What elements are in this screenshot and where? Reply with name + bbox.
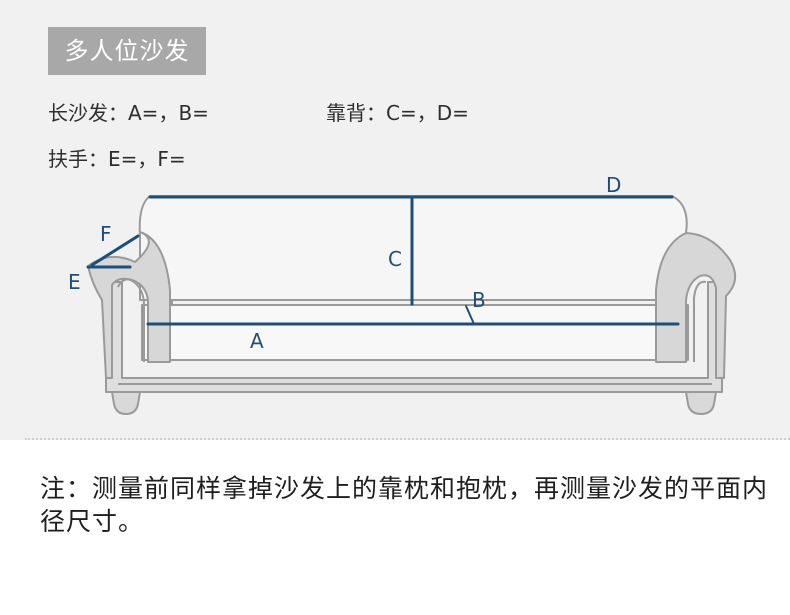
long-sofa-spec: 长沙发：A=，B= — [48, 101, 209, 125]
measurement-note: 注：测量前同样拿掉沙发上的靠枕和抱枕，再测量沙发的平面内径尺寸。 — [40, 474, 769, 536]
sofa-right-arm — [655, 232, 737, 379]
dotted-divider — [25, 438, 790, 440]
label-a: A — [250, 329, 264, 353]
armrest-spec: 扶手：E=，F= — [48, 147, 186, 171]
measurement-lines — [86, 195, 680, 326]
sofa-drawing — [87, 195, 737, 415]
measure-line-f — [90, 234, 140, 267]
sofa-seat — [141, 304, 689, 361]
label-e: E — [68, 270, 81, 294]
label-d: D — [606, 173, 621, 197]
label-f: F — [100, 222, 112, 246]
label-b: B — [472, 288, 486, 312]
sofa-diagram: D C B A F E — [68, 173, 737, 415]
sofa-type-title: 多人位沙发 — [48, 27, 206, 75]
sofa-right-leg — [685, 391, 717, 415]
sofa-left-arm — [87, 231, 171, 379]
backrest-spec: 靠背：C=，D= — [326, 101, 469, 125]
label-c: C — [388, 247, 402, 271]
sofa-left-leg — [111, 391, 141, 415]
sofa-frame — [105, 281, 723, 393]
measure-line-b — [465, 305, 475, 325]
